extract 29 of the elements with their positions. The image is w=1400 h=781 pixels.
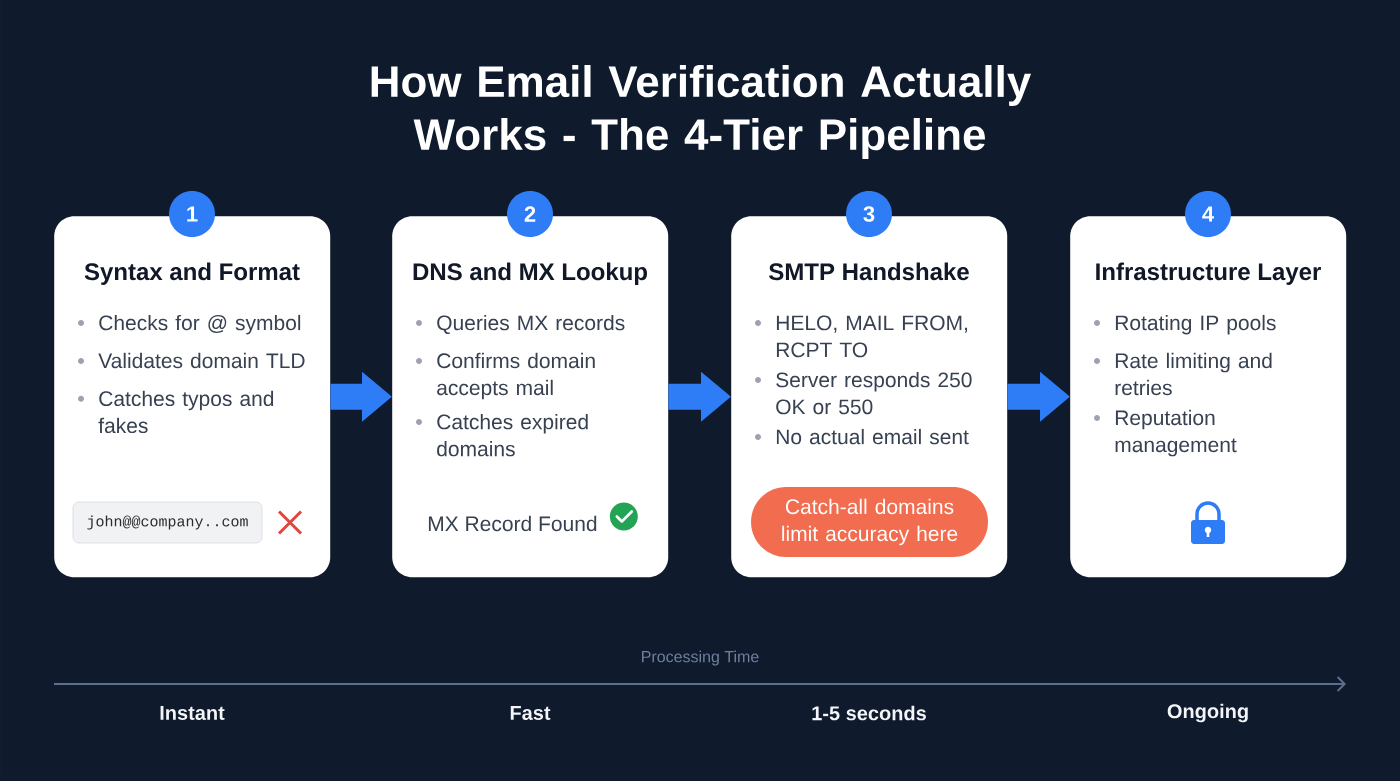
- card-heading: DNS and MX Lookup: [413, 262, 647, 285]
- card-heading: Syntax and Format: [84, 262, 300, 285]
- card-heading: Infrastructure Layer: [1096, 262, 1321, 285]
- bullet-text: Catches typos and fakes: [98, 390, 274, 434]
- bullet-text: HELO, MAIL FROM, RCPT TO: [776, 315, 967, 358]
- bullet-text: Reputation management: [1115, 409, 1237, 457]
- warning-pill: Catch-all domains limit accuracy here: [751, 487, 988, 557]
- number-badge: 3: [846, 191, 892, 237]
- time-label: Ongoing: [1167, 703, 1248, 723]
- bullet-text: Server responds 250 OK or 550: [776, 371, 972, 415]
- axis-title: Processing Time: [642, 650, 759, 666]
- bullet-text: Confirms domain accepts mail: [437, 352, 595, 400]
- bullet-text: Queries MX records: [437, 314, 625, 335]
- number-badge: 1: [169, 191, 215, 237]
- time-label: Instant: [160, 706, 225, 720]
- number-badge: 4: [1185, 191, 1231, 237]
- status-text: MX Record Found: [428, 515, 597, 532]
- bullet-text: No actual email sent: [776, 428, 969, 445]
- bullet-text: Checks for @ symbol: [99, 314, 301, 335]
- bullet-text: Rotating IP pools: [1115, 314, 1276, 335]
- bullet-text: Catches expired domains: [437, 413, 588, 457]
- bullet-text: Rate limiting and retries: [1115, 352, 1272, 396]
- time-label: 1-5 seconds: [812, 705, 926, 721]
- number-badge: 2: [507, 191, 553, 237]
- bullet-text: Validates domain TLD: [98, 352, 305, 369]
- card-heading: SMTP Handshake: [769, 262, 969, 281]
- code-sample-box: john@@company..com: [72, 501, 263, 544]
- title: How Email Verification Actually Works - The 4-Tier Pipeline: [371, 65, 1032, 159]
- time-label: Fast: [510, 706, 551, 720]
